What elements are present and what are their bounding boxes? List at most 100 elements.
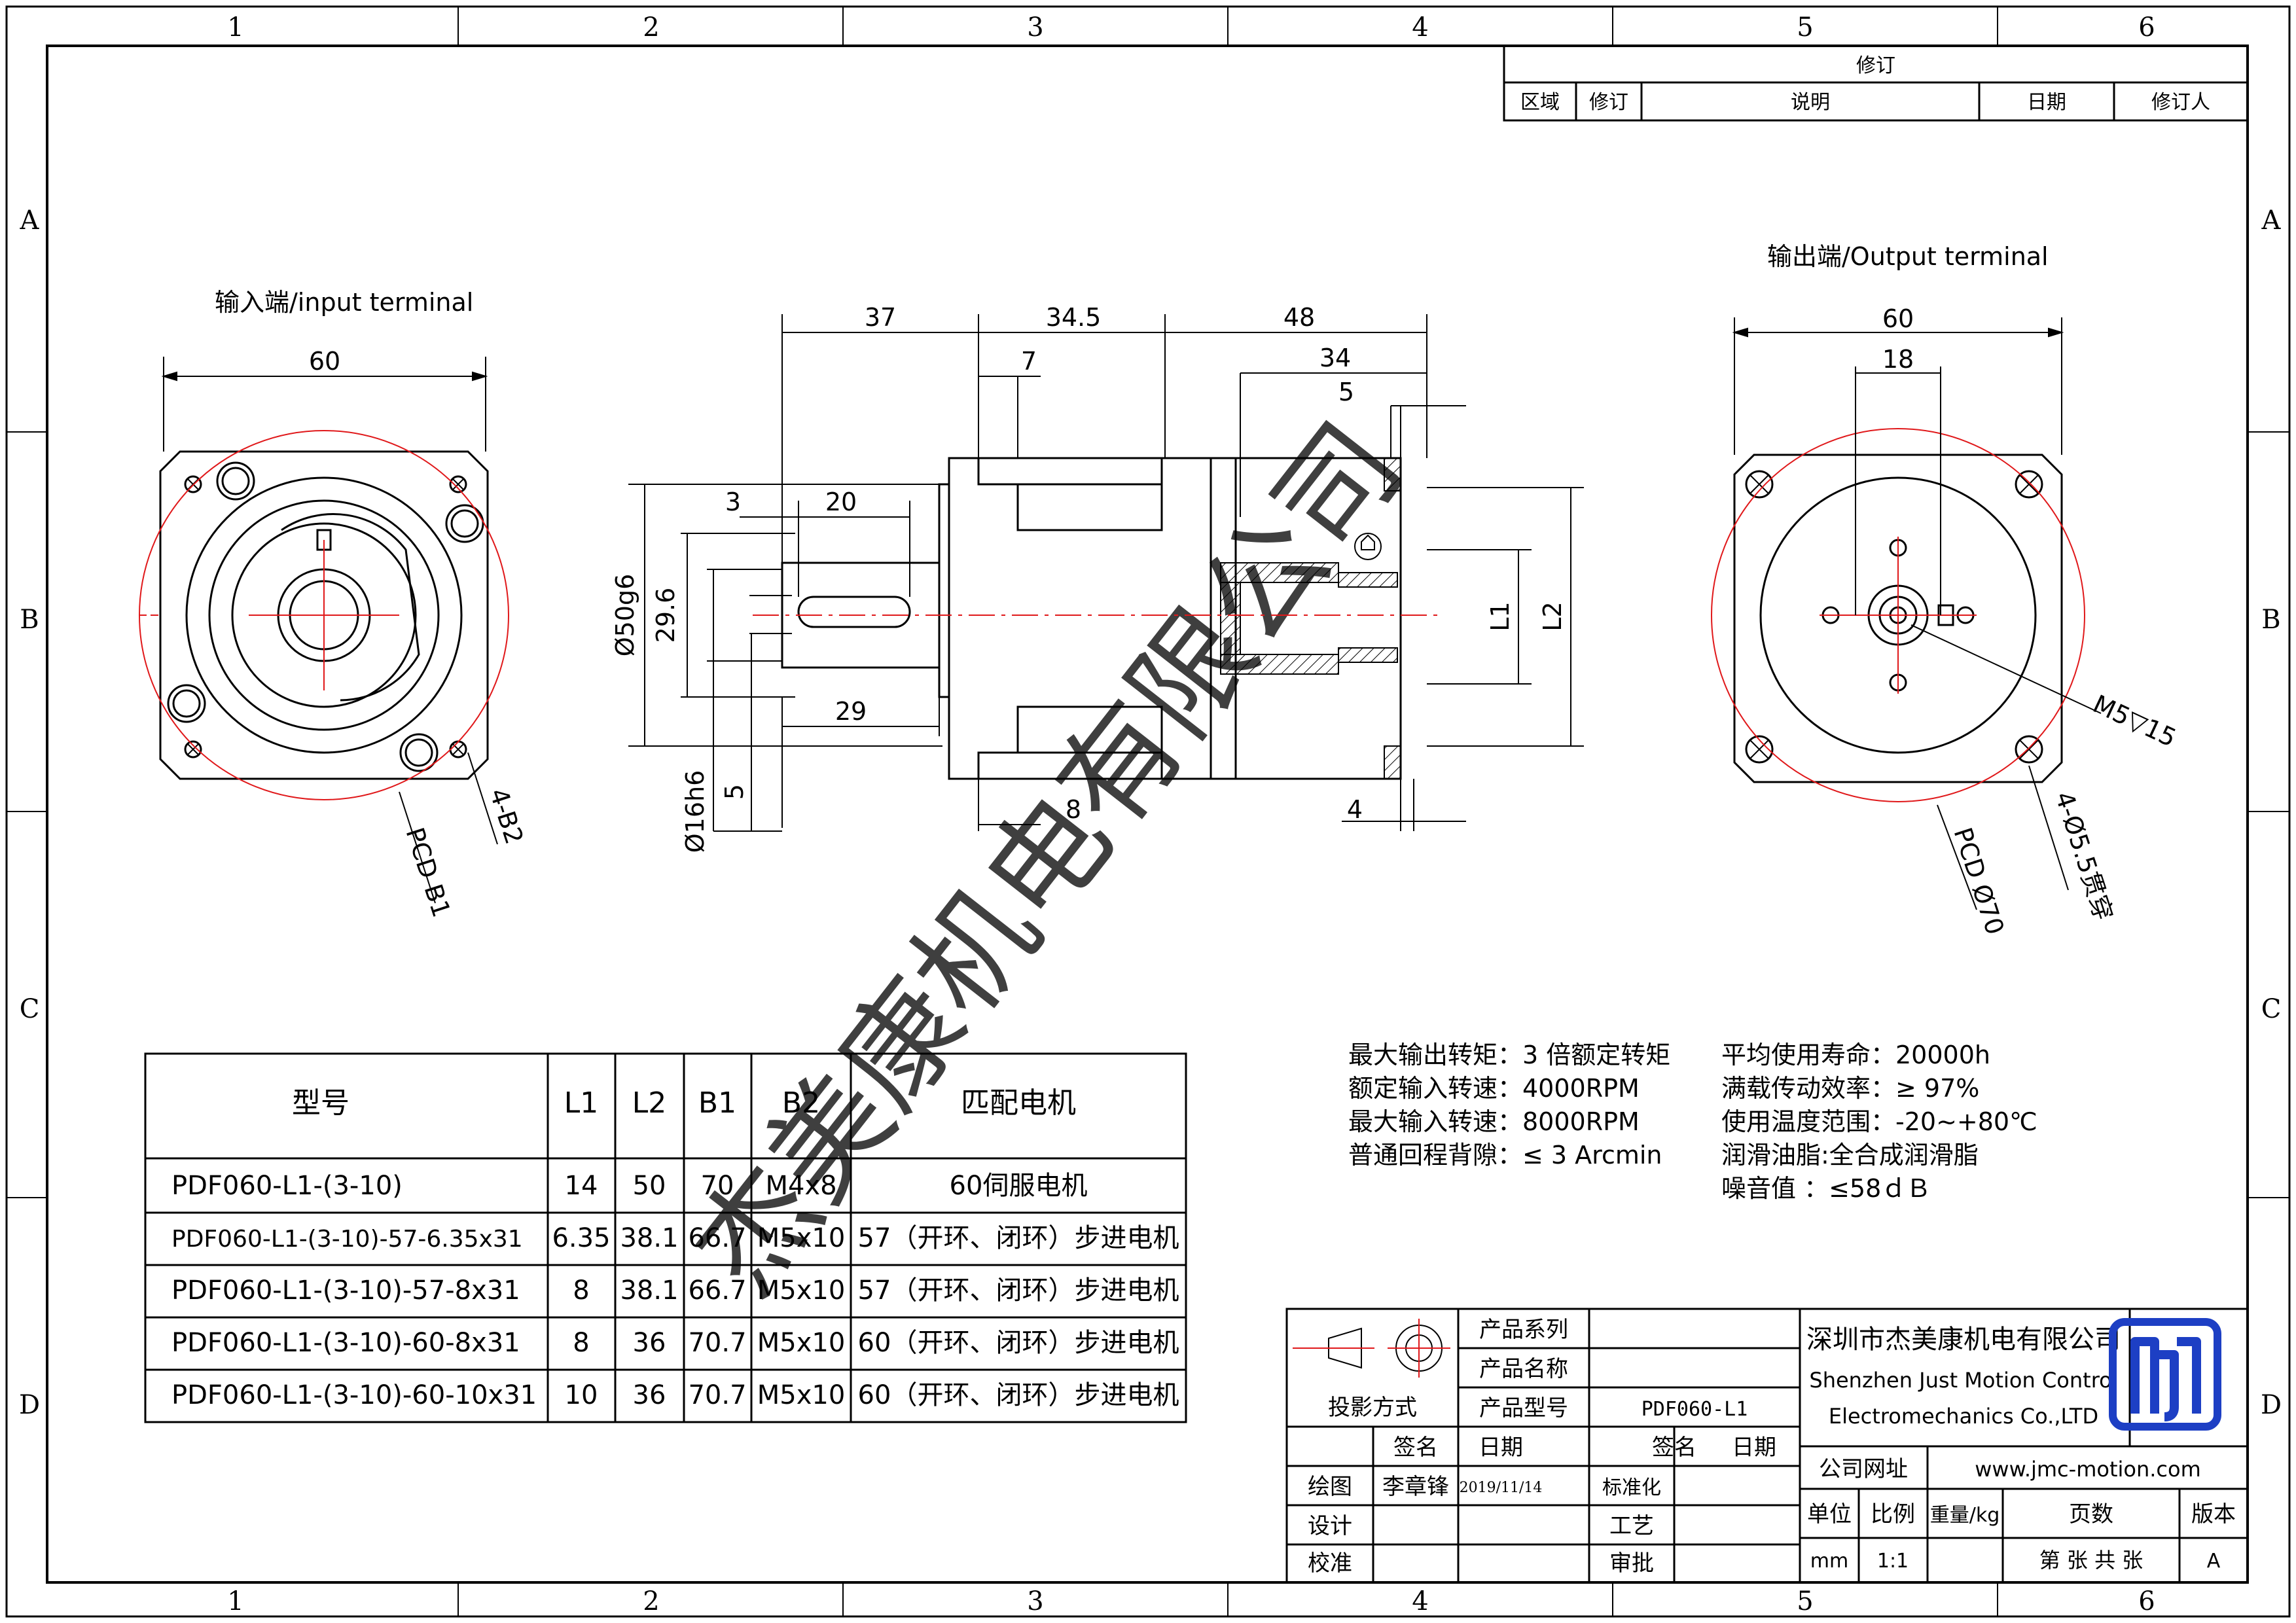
side-section-view: 37 34.5 48 7 34 5 3 20 29 8 4 Ø50g6 29.6…: [611, 303, 1584, 853]
input-terminal-view: 输入端/input terminal: [139, 288, 529, 921]
website-value: www.jmc-motion.com: [1975, 1457, 2201, 1482]
table-header-B2: B2: [782, 1086, 820, 1120]
table-cell: 70.7: [688, 1328, 746, 1358]
version-label: 版本: [2191, 1501, 2236, 1527]
pilot-step: [938, 483, 950, 698]
table-cell: 36: [633, 1380, 666, 1410]
revision-header-area: 区域: [1520, 91, 1560, 114]
col-label-bottom-2: 2: [643, 1586, 659, 1616]
table-cell: 38.1: [620, 1275, 678, 1306]
dim-48: 48: [1283, 303, 1315, 332]
version-value: A: [2207, 1550, 2221, 1573]
table-cell: 38.1: [620, 1223, 678, 1253]
table-cell: M5x10: [757, 1223, 846, 1253]
drawn-label: 绘图: [1308, 1474, 1352, 1500]
row-label-left-A: A: [20, 205, 40, 236]
unit-label: 单位: [1807, 1501, 1852, 1527]
table-cell: 6.35: [552, 1223, 610, 1253]
dim-29-6: 29.6: [651, 588, 680, 643]
spec-line: 平均使用寿命：20000h: [1721, 1041, 1990, 1069]
spec-line: 最大输出转矩：3 倍额定转矩: [1348, 1041, 1670, 1069]
drawing-frame: [5, 5, 2291, 1618]
revision-block: 修订 区域 修订 说明 日期 修订人: [1503, 45, 2249, 122]
table-cell: PDF060-L1-(3-10): [171, 1171, 403, 1201]
table-cell: 66.7: [688, 1275, 746, 1306]
dim-3: 3: [725, 488, 741, 516]
spec-line: 最大输入转速：8000RPM: [1348, 1107, 1640, 1136]
table-cell: M5x10: [757, 1275, 846, 1306]
unit-value: mm: [1810, 1550, 1848, 1573]
output-18-dim: 18: [1882, 345, 1914, 374]
col-label-bottom-1: 1: [227, 1586, 243, 1616]
row-label-right-D: D: [2261, 1390, 2282, 1420]
col-label-top-4: 4: [1412, 12, 1428, 43]
table-header-motor: 匹配电机: [961, 1086, 1076, 1120]
sign-header: 签名: [1393, 1435, 1438, 1461]
table-cell: 60（开环、闭环）步进电机: [858, 1380, 1179, 1410]
weight-label: 重量/kg: [1930, 1504, 2000, 1527]
approve-label: 审批: [1609, 1550, 1654, 1577]
row-label-left-D: D: [19, 1390, 40, 1420]
table-header-model: 型号: [292, 1086, 350, 1120]
pages-value: 第 张 共 张: [2039, 1548, 2144, 1573]
table-cell: 57（开环、闭环）步进电机: [858, 1223, 1179, 1253]
projection-symbol: [1293, 1319, 1450, 1378]
revision-header-date: 日期: [2027, 91, 2066, 114]
dim-4: 4: [1347, 795, 1363, 824]
dim-37: 37: [865, 303, 896, 332]
drawn-date: 2019/11/14: [1460, 1480, 1543, 1496]
output-width-dim: 60: [1882, 304, 1914, 333]
col-label-bottom-6: 6: [2138, 1586, 2155, 1616]
company-name-cn: 深圳市杰美康机电有限公司: [1806, 1325, 2121, 1355]
revision-header-desc: 说明: [1791, 91, 1830, 114]
table-cell: 50: [633, 1171, 666, 1201]
row-label-right-A: A: [2261, 205, 2282, 236]
output-thread-label: M5▽15: [2089, 689, 2181, 753]
revision-title: 修订: [1856, 54, 1895, 77]
output-pcd-label: PCD Ø70: [1948, 824, 2009, 938]
col-label-bottom-5: 5: [1797, 1586, 1813, 1616]
check-label: 校准: [1308, 1550, 1352, 1577]
projection-label: 投影方式: [1328, 1395, 1417, 1421]
title-block: 投影方式 产品系列 产品名称 产品型号 PDF060-L1 签名 日期 签名 日…: [1285, 1308, 2249, 1584]
output-view-label: 输出端/Output terminal: [1767, 242, 2049, 271]
output-holes-label: 4-Ø5.5贯穿: [2049, 788, 2118, 924]
website-label: 公司网址: [1819, 1456, 1908, 1482]
row-label-right-C: C: [2261, 994, 2282, 1024]
pages-label: 页数: [2069, 1501, 2113, 1527]
date-header: 日期: [1479, 1435, 1523, 1461]
col-label-top-3: 3: [1027, 12, 1043, 43]
table-cell: 57（开环、闭环）步进电机: [858, 1275, 1179, 1306]
dim-5-bottom: 5: [720, 784, 749, 800]
model-spec-table: 型号 L1 L2 B1 B2 匹配电机 PDF060-L1-(3-10) 14 …: [144, 1052, 1187, 1423]
row-label-left-B: B: [20, 605, 39, 635]
col-label-bottom-4: 4: [1412, 1586, 1428, 1616]
input-holes-label: 4-B2: [484, 785, 529, 847]
name-label: 产品名称: [1479, 1356, 1568, 1382]
col-label-bottom-3: 3: [1027, 1586, 1043, 1616]
sign-header-2: 签名: [1652, 1435, 1696, 1461]
input-view-label: 输入端/input terminal: [215, 288, 473, 317]
table-header-B1: B1: [698, 1086, 736, 1120]
table-cell: 70.7: [688, 1380, 746, 1410]
spec-line: 满载传动效率：≥ 97%: [1721, 1074, 1979, 1103]
dim-d50: Ø50g6: [611, 574, 639, 657]
dim-20: 20: [825, 488, 857, 516]
table-cell: 14: [565, 1171, 598, 1201]
dim-34: 34: [1319, 344, 1351, 372]
table-header-L2: L2: [632, 1086, 667, 1120]
col-label-top-6: 6: [2138, 12, 2155, 43]
drawn-by: 李章锋: [1382, 1474, 1449, 1500]
spec-line: 噪音值 ：≤58ｄＢ: [1721, 1174, 1931, 1203]
dim-5-top: 5: [1338, 378, 1354, 406]
dim-L2: L2: [1538, 601, 1567, 631]
scale-label: 比例: [1871, 1501, 1915, 1527]
model-label: 产品型号: [1479, 1395, 1568, 1421]
table-cell: PDF060-L1-(3-10)-57-6.35x31: [171, 1226, 523, 1253]
col-label-top-5: 5: [1797, 12, 1813, 43]
table-cell: 8: [573, 1275, 589, 1306]
series-label: 产品系列: [1479, 1317, 1568, 1343]
input-pcd-label: PCD B1: [400, 824, 456, 921]
table-cell: 70: [701, 1171, 734, 1201]
